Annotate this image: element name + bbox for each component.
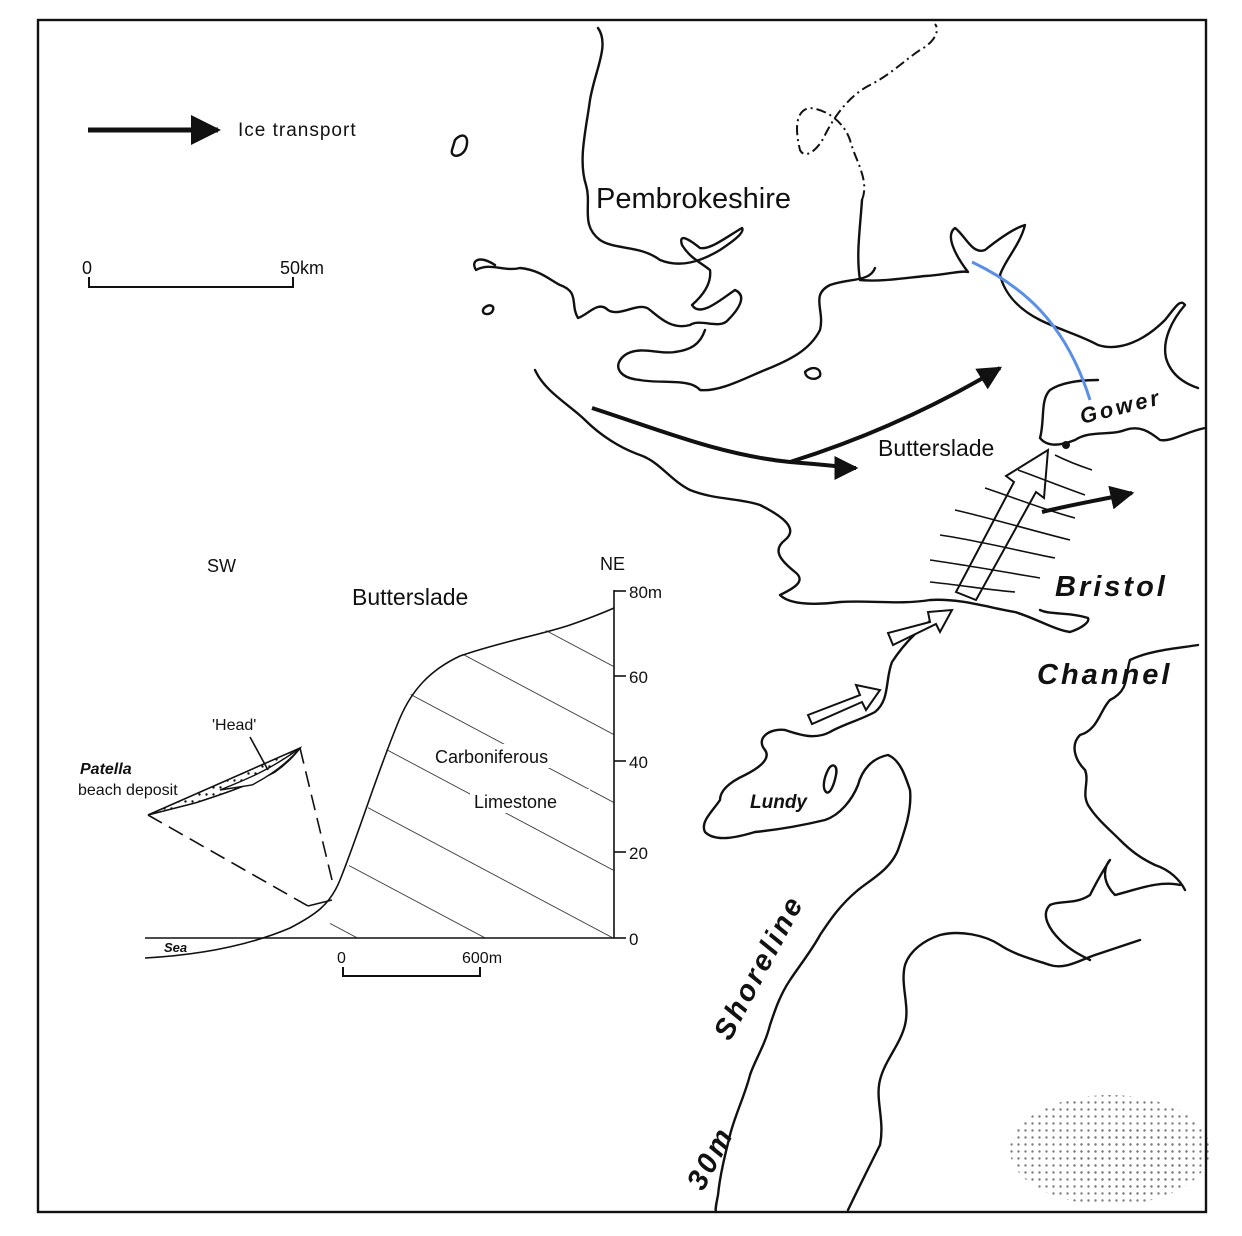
head-leader-line xyxy=(249,736,269,771)
section-ne-label: NE xyxy=(600,554,625,574)
section-sw-label: SW xyxy=(207,556,236,576)
ice-transport-arrow-main xyxy=(591,406,859,480)
label-sea: Sea xyxy=(164,940,187,955)
v-tick-40: 40 xyxy=(629,753,648,772)
ice-front-arcs xyxy=(929,454,1093,593)
county-boundary xyxy=(796,23,938,201)
north-devon-coastline xyxy=(1073,643,1200,892)
map-scale-bar xyxy=(88,277,294,288)
label-carboniferous: Carboniferous xyxy=(435,747,548,767)
limestone-label-bg xyxy=(470,789,590,813)
label-limestone: Limestone xyxy=(474,792,557,812)
v-tick-20: 20 xyxy=(629,844,648,863)
label-butterslade-map: Butterslade xyxy=(878,435,994,461)
limestone-body xyxy=(320,608,614,938)
legend-ice-transport-label: Ice transport xyxy=(238,120,357,141)
label-pembrokeshire: Pembrokeshire xyxy=(596,183,791,215)
hollow-arrow-lundy xyxy=(806,683,882,726)
hollow-arrow-north xyxy=(954,448,1050,602)
v-tick-60: 60 xyxy=(629,668,648,687)
gower-coastline xyxy=(1038,378,1207,446)
cliff-toe xyxy=(307,899,333,907)
south-coastline xyxy=(846,931,1142,1212)
map-scale-end: 50km xyxy=(280,258,324,278)
cliff-profile xyxy=(144,607,615,959)
label-lundy: Lundy xyxy=(750,792,808,813)
section-scale-bar xyxy=(342,967,481,977)
wedge-dashed-lower xyxy=(147,814,309,907)
vertical-axis-ticks xyxy=(614,590,626,939)
highlight-line xyxy=(971,260,1092,401)
section-title: Butterslade xyxy=(352,584,468,610)
label-beach-deposit: beach deposit xyxy=(78,782,178,799)
legend: Ice transport 0 50km xyxy=(82,115,357,288)
map-scale-zero: 0 xyxy=(82,258,92,278)
butterslade-location-dot xyxy=(1062,441,1070,449)
hollow-arrows xyxy=(806,448,1050,726)
hollow-arrow-mid xyxy=(886,608,954,647)
section-scale-end: 600m xyxy=(462,950,502,967)
shaded-area xyxy=(1010,1095,1210,1205)
wales-coastline xyxy=(857,198,1200,390)
label-bristol: Bristol xyxy=(1055,571,1168,603)
pembrokeshire-coastline xyxy=(450,26,877,392)
estuary xyxy=(1044,858,1182,962)
map-frame xyxy=(36,18,1208,1214)
label-channel: Channel xyxy=(1037,659,1172,691)
section-scale-zero: 0 xyxy=(337,950,346,967)
ice-transport-arrow-north xyxy=(789,366,1003,464)
v-tick-80: 80m xyxy=(629,583,662,602)
v-tick-0: 0 xyxy=(629,930,638,949)
label-head: 'Head' xyxy=(212,717,256,734)
lundy-island xyxy=(822,764,838,794)
devon-coastline xyxy=(702,610,946,1214)
channel-north-coastline xyxy=(533,368,1090,634)
carboniferous-label-bg xyxy=(432,744,592,768)
label-patella: Patella xyxy=(80,761,132,778)
cross-section: SW NE Butterslade 80m 60 40 20 0 'Head' … xyxy=(78,554,662,977)
